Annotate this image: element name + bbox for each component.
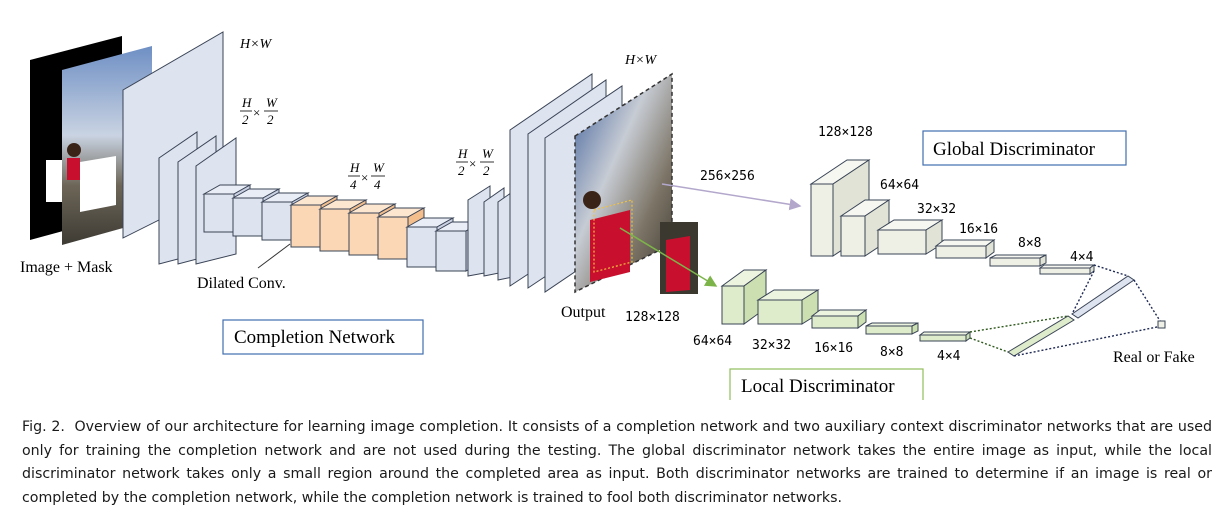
local-size-4: 8×8 [880,345,903,360]
global-block-side [985,239,995,259]
concat-to-output [1133,279,1163,325]
caption-label: Fig. 2. [22,419,65,435]
architecture-diagram: Image + Mask [20,31,1195,400]
local-crop-person [666,236,690,292]
global-block [1039,267,1091,275]
global-size-6: 4×4 [1070,250,1094,265]
local-size-1: 64×64 [693,334,732,349]
fraction-den: 4 [350,177,357,192]
fraction-num: H [349,160,360,175]
global-discriminator-box [922,130,1127,166]
concat-to-output [1013,325,1163,357]
global-size-1: 128×128 [818,125,873,140]
completion-network [122,31,623,293]
dilated-block [290,204,322,248]
completion-network-box [222,319,424,355]
local-discriminator-label: Local Discriminator [741,376,895,397]
size-full-input: H×W [239,37,273,52]
global-block [877,229,927,255]
completion-block [261,201,293,241]
output-person [590,210,630,282]
dilated-block [348,212,380,256]
fraction-num: W [482,146,494,161]
completed-region-outline [593,199,633,273]
size-full-output: H×W [624,53,658,68]
global-discriminator-label: Global Discriminator [933,139,1096,160]
dilated-pointer [257,243,291,269]
global-block [935,245,987,259]
global-block-top [934,239,996,247]
local-size-5: 4×4 [937,349,961,364]
global-block [989,257,1041,267]
local-to-fc [969,315,1069,333]
fraction-den: 2 [483,163,490,178]
global-input-arrow [661,183,802,211]
local-input-arrow [619,227,718,287]
fraction-den: 4 [374,177,381,192]
size-half-encoder: H 2 × W 2 [240,95,278,127]
output-unit [1157,320,1166,329]
real-or-fake-label: Real or Fake [1113,349,1195,366]
caption-text: Overview of our architecture for learnin… [22,419,1212,506]
dilated-block [319,208,351,252]
completion-block [435,230,467,272]
input-label: Image + Mask [20,259,113,276]
fc-connections [969,264,1163,357]
fraction-times: × [469,156,476,171]
local-size-3: 16×16 [814,341,853,356]
size-quarter: H 4 × W 4 [348,160,385,192]
global-size-2: 64×64 [880,178,919,193]
output-face [583,191,601,209]
local-block-top [810,309,868,317]
local-block [811,315,859,329]
local-block [757,299,803,325]
fraction-num: W [266,95,278,110]
fraction-den: 2 [242,112,249,127]
input-photo-hole [80,156,116,212]
local-to-fc [969,337,1009,353]
output-label: Output [561,304,606,321]
size-half-decoder: H 2 × W 2 [456,146,494,178]
global-size-4: 16×16 [959,222,998,237]
fraction-times: × [253,105,260,120]
fraction-den: 2 [458,163,465,178]
local-block [919,334,967,342]
global-size-3: 32×32 [917,202,956,217]
global-to-fc [1093,264,1129,277]
local-block-side [911,322,919,335]
dilated-label: Dilated Conv. [197,275,286,292]
completion-block [203,193,235,233]
local-discriminator-box [729,368,924,400]
fraction-times: × [361,170,368,185]
global-block [810,183,834,257]
local-block [721,285,745,325]
dilated-block [377,216,409,260]
local-size-input: 128×128 [625,310,680,325]
local-fc-bar [1007,315,1075,357]
global-discriminator [809,159,1135,319]
local-size-2: 32×32 [752,338,791,353]
input-photo-person [67,143,81,157]
figure-caption: Fig. 2. Overview of our architecture for… [22,416,1212,510]
global-to-fc [1071,270,1095,315]
input-photo-shirt [67,158,80,180]
local-block-side [857,309,867,329]
fraction-num: H [241,95,252,110]
completion-block [232,197,264,237]
completion-network-label: Completion Network [234,327,395,348]
global-size-input: 256×256 [700,169,755,184]
fraction-num: W [373,160,385,175]
fraction-den: 2 [267,112,274,127]
local-discriminator [720,269,1075,357]
local-crop [660,222,698,294]
global-block [840,215,866,257]
global-block-side [1039,254,1047,267]
global-size-5: 8×8 [1018,236,1041,251]
completion-block [406,226,438,268]
fraction-num: H [457,146,468,161]
local-block [865,325,913,335]
